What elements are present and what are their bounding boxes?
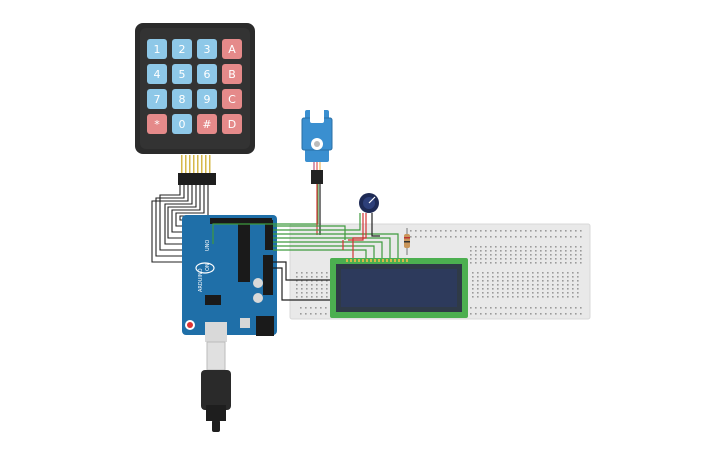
servo-motor[interactable]	[301, 105, 333, 184]
key-4[interactable]: 4	[147, 64, 167, 84]
atmega-chip	[238, 224, 250, 282]
key-label: 6	[204, 68, 211, 81]
resistor	[404, 228, 410, 255]
key-label: 8	[179, 93, 186, 106]
key-label: B	[228, 68, 236, 81]
usb-cable	[201, 341, 231, 432]
key-7[interactable]: 7	[147, 89, 167, 109]
potentiometer[interactable]	[359, 193, 379, 213]
breadboard-holes	[296, 230, 582, 315]
usb-port	[205, 322, 227, 342]
key-0[interactable]: 0	[172, 114, 192, 134]
circuit-wires	[212, 184, 399, 301]
lcd-screen	[341, 269, 457, 307]
arduino-uno[interactable]: UNO ON ARDUINO	[182, 215, 277, 342]
key-label: C	[228, 93, 236, 106]
key-8[interactable]: 8	[172, 89, 192, 109]
key-label: A	[228, 43, 236, 56]
key-1[interactable]: 1	[147, 39, 167, 59]
key-5[interactable]: 5	[172, 64, 192, 84]
key-label: 2	[179, 43, 186, 56]
keypad-connector	[178, 155, 216, 185]
key-star[interactable]: *	[147, 114, 167, 134]
power-jack	[256, 316, 274, 336]
key-label: #	[202, 118, 211, 131]
key-B[interactable]: B	[222, 64, 242, 84]
key-label: D	[228, 118, 236, 131]
key-label: 9	[204, 93, 211, 106]
key-label: 7	[154, 93, 161, 106]
key-label: 4	[154, 68, 161, 81]
key-D[interactable]: D	[222, 114, 242, 134]
key-C[interactable]: C	[222, 89, 242, 109]
key-3[interactable]: 3	[197, 39, 217, 59]
key-A[interactable]: A	[222, 39, 242, 59]
key-label: 1	[154, 43, 161, 56]
key-hash[interactable]: #	[197, 114, 217, 134]
key-label: *	[154, 118, 160, 131]
label-uno: UNO	[205, 240, 211, 251]
key-6[interactable]: 6	[197, 64, 217, 84]
key-label: 3	[204, 43, 211, 56]
keypad-4x4[interactable]: 1 2 3 A 4 5 6 B 7 8 9 C * 0 # D	[135, 23, 255, 185]
lcd-16x2[interactable]	[330, 258, 468, 318]
keypad-keys[interactable]: 1 2 3 A 4 5 6 B 7 8 9 C * 0 # D	[147, 39, 242, 134]
label-on: ON	[205, 263, 211, 271]
key-label: 5	[179, 68, 186, 81]
label-arduino: ARDUINO	[198, 268, 204, 292]
servo-connector	[311, 170, 323, 184]
key-label: 0	[179, 118, 186, 131]
lcd-pins	[346, 259, 408, 262]
key-9[interactable]: 9	[197, 89, 217, 109]
key-2[interactable]: 2	[172, 39, 192, 59]
